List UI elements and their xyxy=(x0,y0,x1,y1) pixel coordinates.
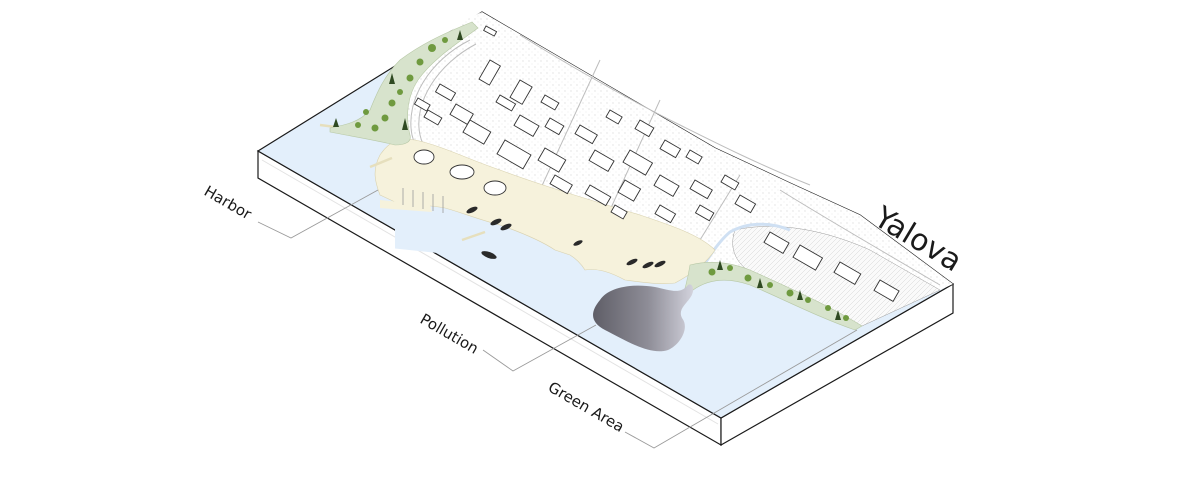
pollution-plume xyxy=(593,284,694,352)
harbor-basin xyxy=(395,226,457,256)
leader-lines xyxy=(257,189,858,449)
trees xyxy=(333,30,849,321)
pollution-leader xyxy=(482,324,597,372)
harbor-leader xyxy=(257,189,379,239)
green-area-leader xyxy=(624,329,858,449)
boats xyxy=(466,206,666,269)
marina-pontoons xyxy=(402,188,444,213)
buildings xyxy=(413,25,900,303)
